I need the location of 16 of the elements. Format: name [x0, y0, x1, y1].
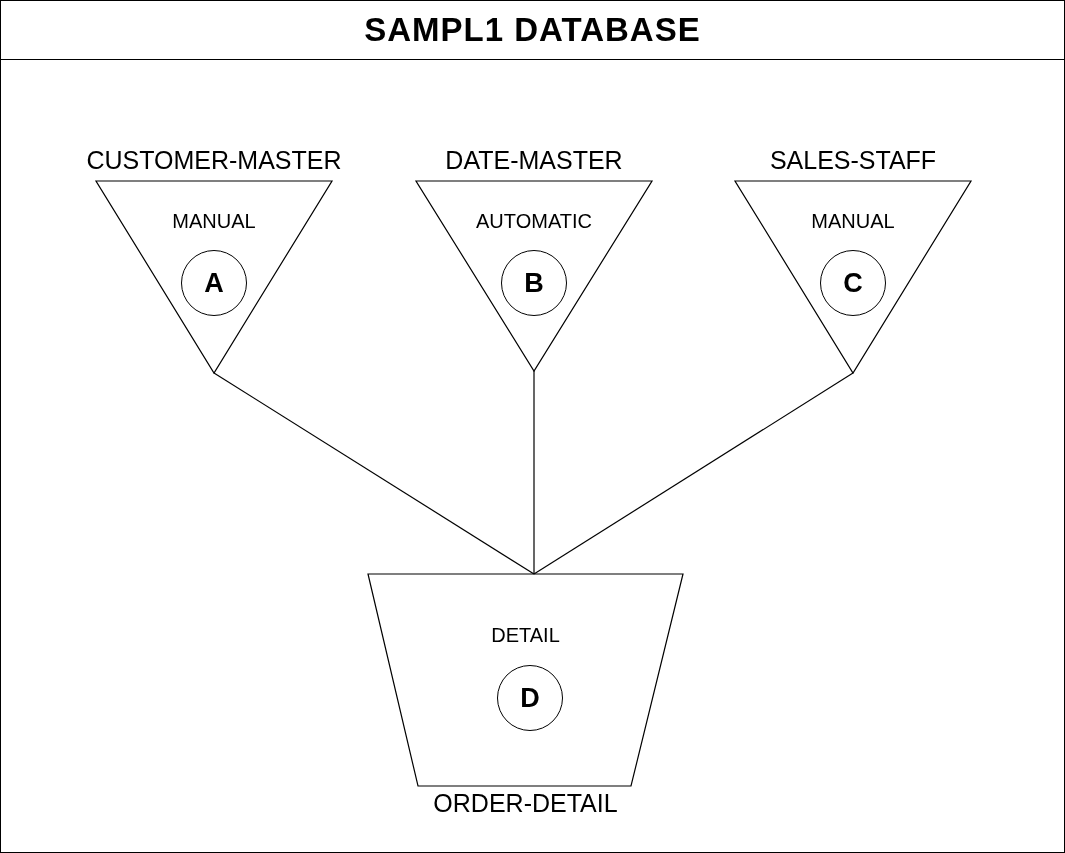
badge-letter: A	[204, 267, 224, 299]
connector-line	[533, 370, 535, 575]
node-title: CUSTOMER-MASTER	[85, 146, 343, 175]
node-label: MANUAL	[171, 210, 257, 233]
node-title: SALES-STAFF	[768, 146, 938, 175]
node-label: AUTOMATIC	[475, 210, 593, 233]
badge-letter: D	[520, 682, 540, 714]
badge-letter: B	[524, 267, 544, 299]
node-label: DETAIL	[490, 624, 561, 647]
node-label: MANUAL	[810, 210, 896, 233]
connector-line	[213, 372, 535, 575]
diagram-title: SAMPL1 DATABASE	[364, 11, 701, 49]
node-title: DATE-MASTER	[444, 146, 624, 175]
node-title: ORDER-DETAIL	[432, 789, 619, 818]
connector-line	[533, 372, 854, 575]
badge-letter: C	[843, 267, 863, 299]
